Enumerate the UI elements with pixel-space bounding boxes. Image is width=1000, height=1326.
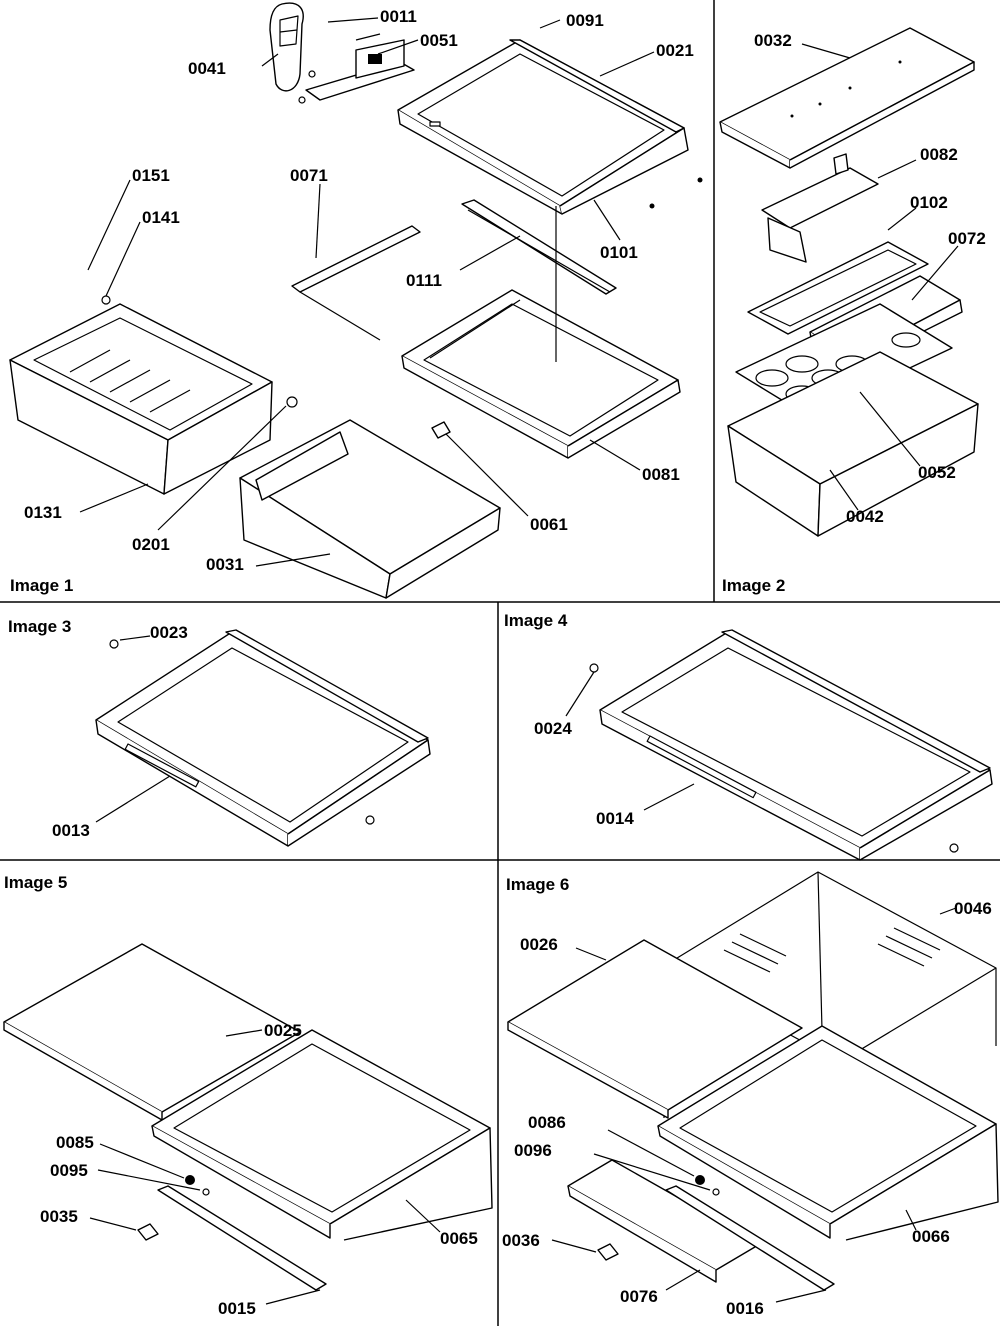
callout-label: 0091 (566, 11, 604, 30)
panel-title: Image 4 (504, 611, 568, 630)
callout-label: 0036 (502, 1231, 540, 1250)
screw (949, 843, 959, 853)
leader-lines (95, 635, 171, 823)
callout-label: 0096 (514, 1141, 552, 1160)
callout-label: 0021 (656, 41, 694, 60)
part-0081-frame (401, 289, 681, 459)
panel-title: Image 3 (8, 617, 71, 636)
panel-image-1: Image 1 (9, 2, 703, 599)
panel-image-4: Image 4 0024 0014 (504, 611, 993, 861)
part-0015-rail (157, 1185, 327, 1291)
part-0071-glass (291, 225, 421, 341)
callout-label: 0013 (52, 821, 90, 840)
callout-label: 0035 (40, 1207, 78, 1226)
part-0036-clip (597, 1243, 619, 1261)
callout-label: 0024 (534, 719, 572, 738)
callout-labels: 0032 0082 0102 0072 0052 0042 (754, 31, 986, 526)
part-0024-screw (589, 663, 599, 673)
callout-label: 0014 (596, 809, 634, 828)
callout-label: 0095 (50, 1161, 88, 1180)
part-0025-glass (3, 943, 301, 1121)
leader-lines (89, 1029, 441, 1305)
callout-label: 0052 (918, 463, 956, 482)
callout-label: 0016 (726, 1299, 764, 1318)
callout-label: 0065 (440, 1229, 478, 1248)
callout-label: 0061 (530, 515, 568, 534)
leader-lines (565, 671, 695, 811)
callout-label: 0101 (600, 243, 638, 262)
part-0023-screw (109, 639, 119, 649)
part-0042-bin (727, 351, 979, 537)
part-0102-frame (747, 241, 929, 335)
part-0141-pin (101, 295, 111, 305)
callout-label: 0023 (150, 623, 188, 642)
leader-lines (801, 43, 959, 511)
part-0061-clip (431, 421, 451, 439)
panel-title: Image 1 (10, 576, 73, 595)
part-0066-frame (657, 1025, 999, 1241)
part-0014-shelf (599, 629, 993, 861)
part-0096-washer (712, 1188, 720, 1196)
part-0111-rail (461, 199, 617, 295)
part-0095-washer (202, 1188, 210, 1196)
panel-title: Image 2 (722, 576, 785, 595)
panel-image-5: Image 5 0025 0085 0095 0035 006 (3, 873, 493, 1318)
screw (365, 815, 375, 825)
callout-label: 0081 (642, 465, 680, 484)
callout-label: 0201 (132, 535, 170, 554)
callout-label: 0076 (620, 1287, 658, 1306)
part-0052-egg-tray (735, 303, 953, 417)
callout-label: 0051 (420, 31, 458, 50)
callout-label: 0086 (528, 1113, 566, 1132)
callout-label: 0011 (380, 7, 417, 26)
callout-label: 0025 (264, 1021, 302, 1040)
part-0085-nut (185, 1175, 195, 1185)
part-0031-drawer (239, 419, 501, 599)
part-0016-rail (665, 1185, 835, 1291)
callout-label: 0085 (56, 1133, 94, 1152)
callout-label: 0111 (406, 271, 442, 290)
part-0021-shelf (397, 39, 703, 215)
panel-image-3: Image 3 0023 0013 (8, 617, 431, 847)
part-0013-shelf (95, 629, 431, 847)
part-0041-control (269, 2, 304, 92)
callout-label: 0066 (912, 1227, 950, 1246)
callout-label: 0072 (948, 229, 986, 248)
part-0026-glass (507, 939, 803, 1119)
callout-label: 0071 (290, 166, 328, 185)
callout-label: 0151 (132, 166, 170, 185)
callout-label: 0131 (24, 503, 62, 522)
callout-label: 0026 (520, 935, 558, 954)
part-0201-nut (286, 396, 298, 408)
part-0065-frame (151, 1029, 493, 1241)
callout-label: 0141 (142, 208, 180, 227)
callout-label: 0032 (754, 31, 792, 50)
callout-label: 0102 (910, 193, 948, 212)
callout-label: 0046 (954, 899, 992, 918)
callout-label: 0031 (206, 555, 244, 574)
panel-title: Image 6 (506, 875, 569, 894)
callout-labels: 0011 0051 0041 0091 0021 0151 0141 0071 … (24, 7, 694, 574)
callout-label: 0041 (188, 59, 226, 78)
part-0051-bracket (298, 33, 415, 104)
leader-lines (79, 17, 655, 567)
part-0131-drawer (9, 303, 273, 495)
panel-image-2: Image 2 (719, 27, 986, 595)
panel-title: Image 5 (4, 873, 67, 892)
part-0086-nut (695, 1175, 705, 1185)
part-0032-lid (719, 27, 975, 169)
part-0035-clip (137, 1223, 159, 1241)
callout-label: 0042 (846, 507, 884, 526)
callout-label: 0015 (218, 1299, 256, 1318)
part-0082-divider (761, 153, 879, 263)
panel-image-6: Image 6 (502, 871, 999, 1318)
leader-lines (551, 907, 957, 1303)
callout-label: 0082 (920, 145, 958, 164)
